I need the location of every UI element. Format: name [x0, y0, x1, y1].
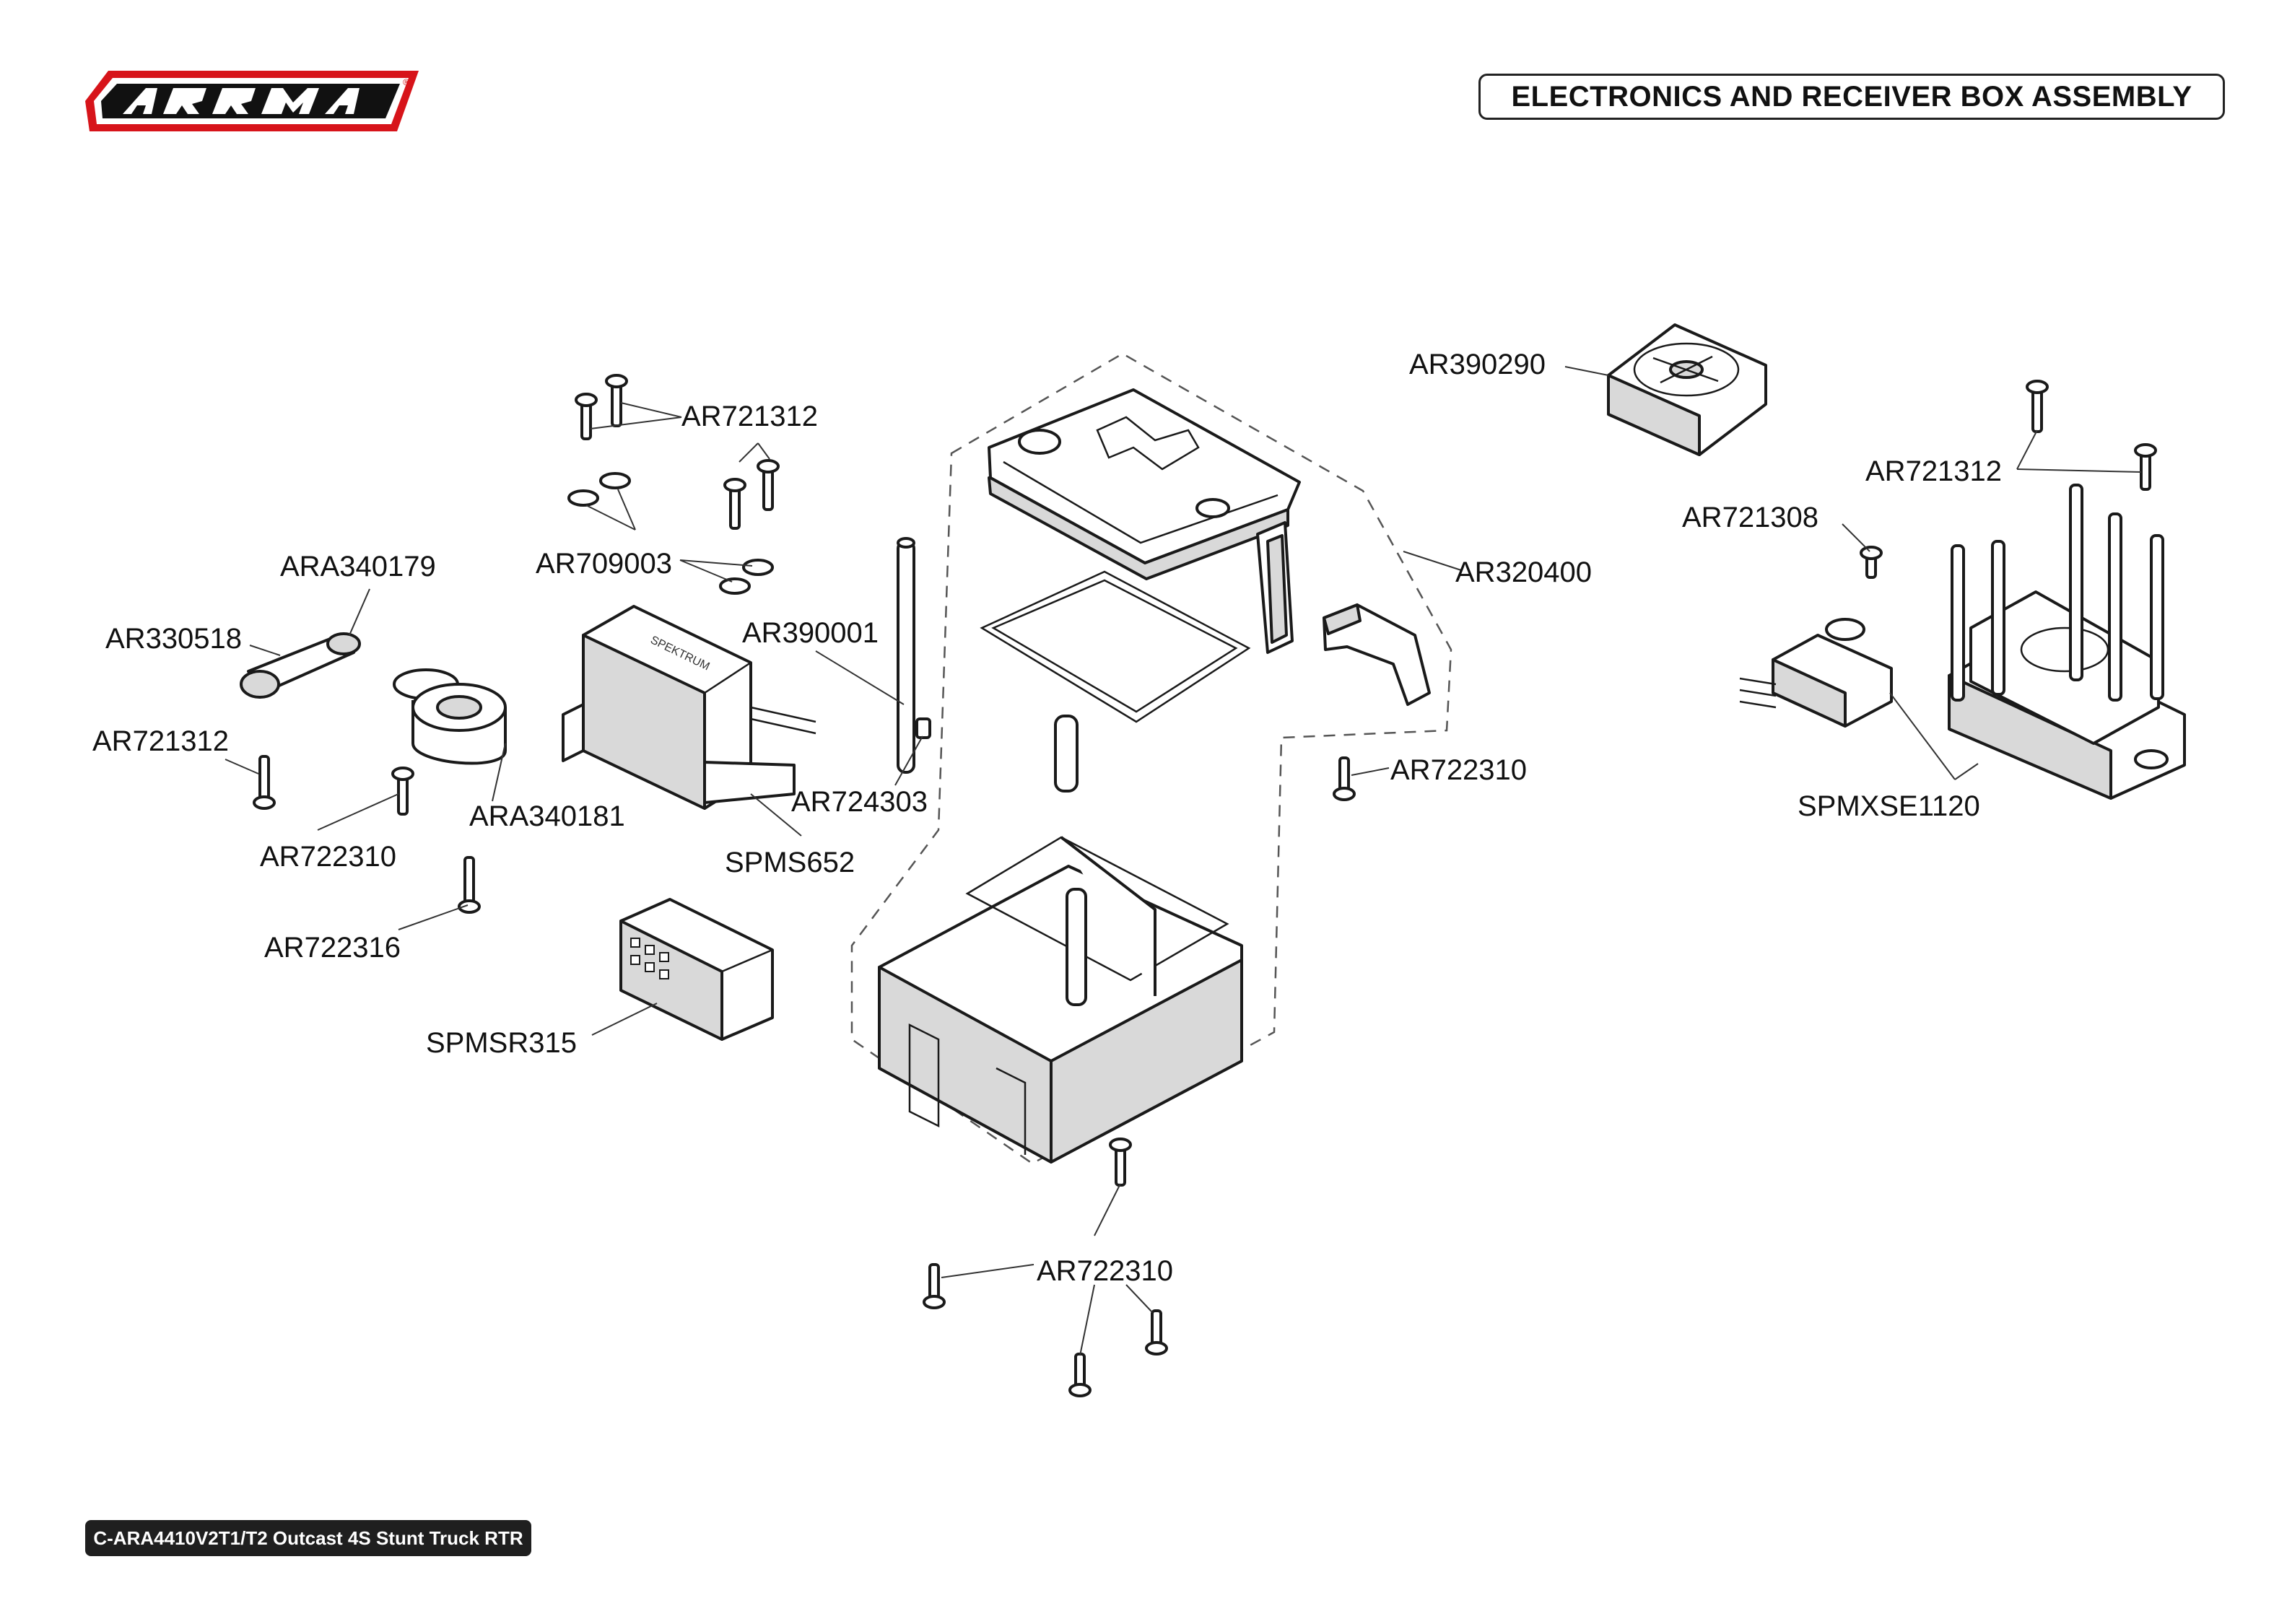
section-title: ELECTRONICS AND RECEIVER BOX ASSEMBLY [1478, 74, 2225, 120]
label-ar722310-mid: AR722310 [1390, 754, 1527, 786]
label-ar724303: AR724303 [791, 786, 928, 818]
label-spmxse1120: SPMXSE1120 [1798, 790, 1980, 822]
label-ar330518: AR330518 [105, 623, 242, 655]
receiver-box-lid [988, 388, 1301, 580]
arrma-logo: ® [79, 66, 426, 136]
lid-gasket [980, 570, 1251, 723]
esc-unit [1948, 484, 2186, 800]
antenna-tube [897, 537, 915, 774]
label-ar722316: AR722316 [264, 932, 401, 964]
label-ar320400: AR320400 [1455, 556, 1592, 588]
screws-bottom [923, 1138, 1168, 1397]
label-spmsr315: SPMSR315 [426, 1027, 577, 1059]
esc-program-switch [1739, 618, 1893, 728]
screw-set-top [575, 374, 780, 530]
servo-saver [393, 668, 507, 765]
label-ar709003: AR709003 [536, 548, 672, 580]
screws-right [1333, 380, 2157, 801]
washer-set [567, 472, 774, 595]
label-ara340179: ARA340179 [280, 551, 436, 582]
servo-horn [240, 632, 361, 699]
screws-left [253, 755, 481, 914]
part-labels: AR721312 AR709003 ARA340179 AR330518 AR7… [92, 349, 2002, 1287]
box-clip [1054, 715, 1079, 793]
label-ar722310-bottom: AR722310 [1037, 1255, 1173, 1287]
lid-gasket-inner [991, 579, 1238, 713]
footer-model-badge: C-ARA4410V2T1/T2 Outcast 4S Stunt Truck … [85, 1520, 531, 1556]
label-ar721312-left: AR721312 [92, 725, 229, 757]
side-latch [1256, 521, 1294, 654]
label-spms652: SPMS652 [725, 847, 855, 878]
label-ar721312-right: AR721312 [1865, 455, 2002, 487]
label-ara340181: ARA340181 [469, 800, 625, 832]
receiver-box-base [878, 836, 1243, 1164]
spacer [915, 717, 931, 739]
label-ar721312-top: AR721312 [681, 401, 818, 432]
cooling-fan [1607, 323, 1767, 456]
receiver-box-group-outline [850, 352, 1452, 1165]
arrma-logo-graphic: ® [85, 71, 419, 131]
servo: SPEKTRUM [562, 605, 816, 810]
label-ar390001: AR390001 [742, 617, 879, 649]
label-ar721308: AR721308 [1682, 502, 1818, 533]
latch-lever [1323, 603, 1431, 706]
label-ar390290: AR390290 [1409, 349, 1546, 380]
label-ar722310-left: AR722310 [260, 841, 396, 873]
svg-text:®: ® [403, 77, 409, 87]
leader-lines [225, 366, 2142, 1356]
receiver-unit [619, 898, 774, 1041]
